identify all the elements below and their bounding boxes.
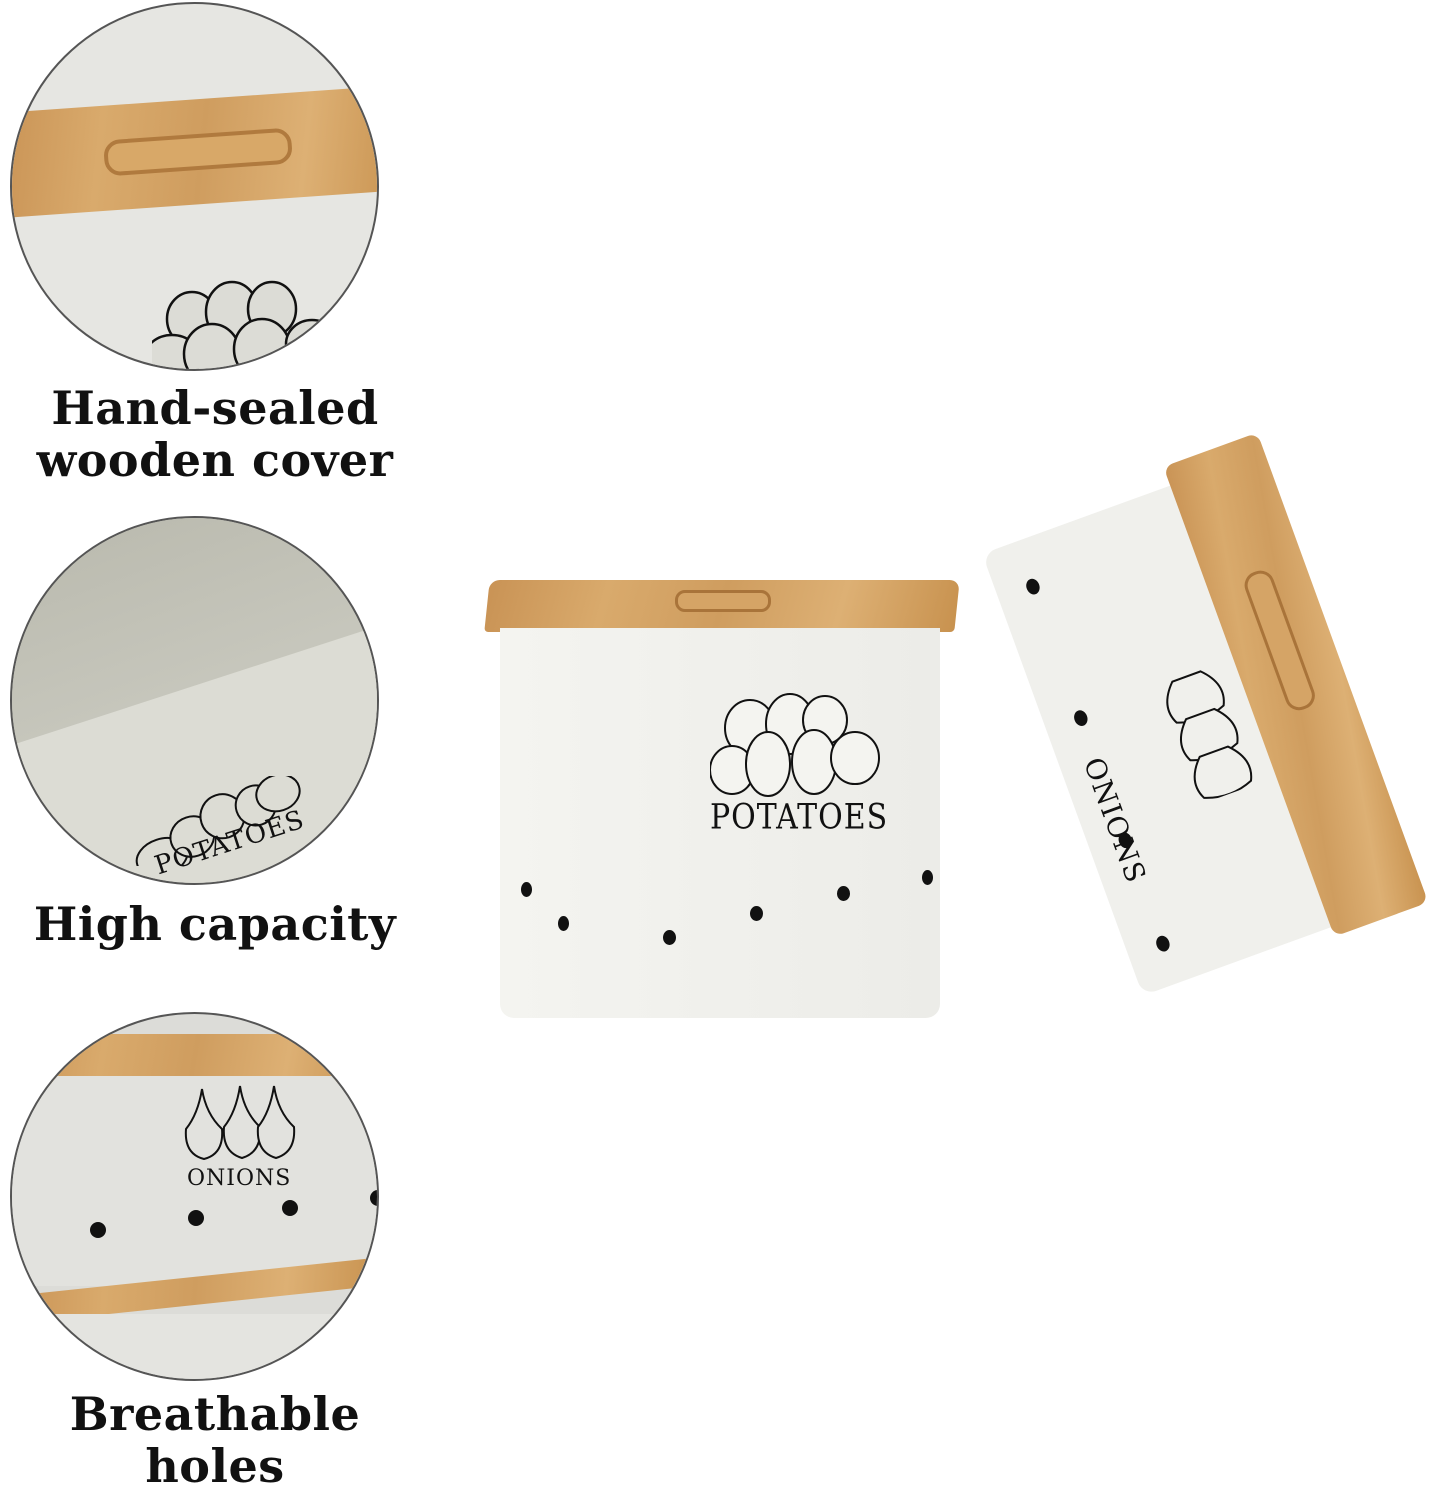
detail-label-onions: ONIONS bbox=[187, 1166, 292, 1191]
caption-wooden-cover: Hand-sealed wooden cover bbox=[0, 382, 430, 486]
vent-hole bbox=[558, 916, 569, 931]
potatoes-drawing-icon bbox=[710, 693, 880, 797]
caption-line: High capacity bbox=[33, 897, 397, 951]
vent-hole bbox=[188, 1210, 204, 1226]
potatoes-canister-body bbox=[500, 628, 940, 1018]
potatoes-canister: POTATOES bbox=[484, 580, 960, 1020]
vent-hole bbox=[521, 882, 532, 897]
wooden-lid-top bbox=[12, 1034, 377, 1084]
caption-line: wooden cover bbox=[36, 433, 394, 487]
vent-hole bbox=[837, 886, 850, 901]
detail-circle-lid bbox=[10, 2, 379, 371]
feature-high-capacity: POTATOES High capacity bbox=[0, 500, 430, 970]
caption-breathable-holes: Breathable holes bbox=[0, 1388, 430, 1492]
vent-hole bbox=[90, 1222, 106, 1238]
onions-drawing-icon bbox=[1166, 670, 1253, 799]
potatoes-canister-label: POTATOES bbox=[710, 797, 889, 838]
onions-drawing-icon bbox=[184, 1085, 296, 1161]
caption-line: Breathable holes bbox=[69, 1387, 361, 1493]
detail-circle-capacity: POTATOES bbox=[10, 516, 379, 885]
lid-handle-icon bbox=[675, 590, 771, 612]
canister-side bbox=[12, 1076, 377, 1286]
potatoes-drawing-icon bbox=[152, 280, 340, 369]
vent-hole bbox=[370, 1190, 377, 1206]
caption-line: Hand-sealed bbox=[51, 381, 379, 435]
vent-hole bbox=[922, 870, 933, 885]
lower-canister bbox=[12, 1314, 377, 1379]
vent-hole bbox=[663, 930, 676, 945]
vent-hole bbox=[282, 1200, 298, 1216]
potatoes-drawing-icon bbox=[135, 776, 301, 866]
vent-hole bbox=[750, 906, 763, 921]
caption-high-capacity: High capacity bbox=[0, 898, 430, 950]
feature-breathable-holes: ONIONS Breathable holes bbox=[0, 990, 430, 1492]
feature-wooden-cover: Hand-sealed wooden cover bbox=[0, 0, 430, 490]
onions-canister: ONIONS bbox=[975, 432, 1429, 996]
detail-circle-holes: ONIONS bbox=[10, 1012, 379, 1381]
